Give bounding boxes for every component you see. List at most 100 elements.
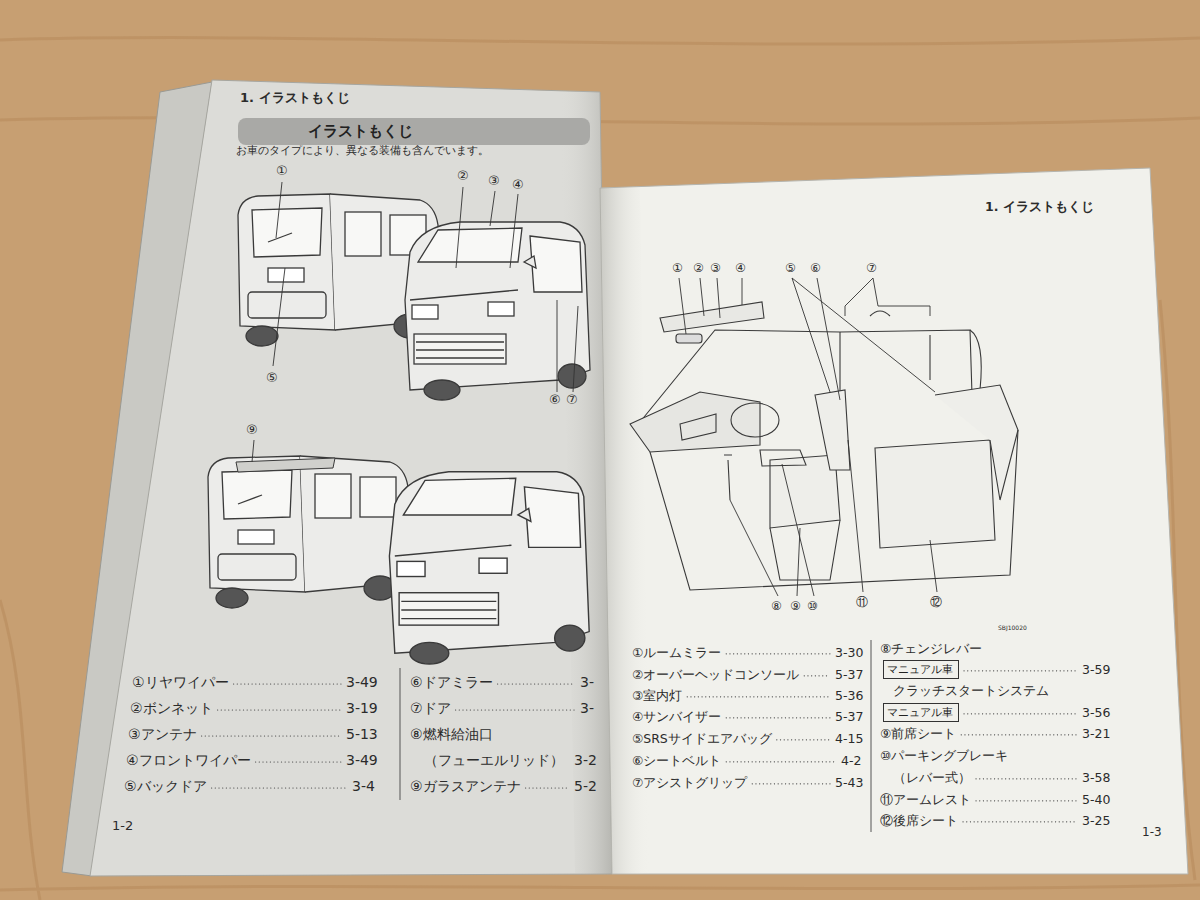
callout-number: ⑫ (930, 595, 942, 609)
page-ref: 3-30 (835, 645, 863, 660)
car-front-view (389, 472, 589, 664)
tag-box: マニュアル車 (883, 660, 959, 679)
right-page (600, 168, 1188, 874)
figure-code: SBJ10020 (998, 624, 1027, 631)
page-ref: 3-2 (574, 752, 597, 769)
steering-wheel (731, 403, 779, 437)
callout-number: ② (693, 261, 704, 275)
dot-leader (234, 683, 341, 684)
callout-number: ① (276, 163, 288, 179)
dot-leader (218, 709, 341, 710)
part-name: ⑪アームレスト (880, 792, 971, 807)
dot-leader (752, 783, 830, 784)
heading-band: イラストもくじ (238, 118, 590, 145)
page-ref: 3- (580, 700, 594, 717)
parking-brake (760, 450, 806, 466)
interior-view (630, 302, 1018, 590)
car-wiper (268, 233, 292, 242)
page-ref: 5-37 (835, 709, 863, 724)
part-name: ③室内灯 (632, 688, 682, 703)
leader-lines (252, 182, 937, 596)
dot-leader (726, 717, 830, 718)
dot-leader (777, 739, 830, 740)
page-ref: 3-56 (1082, 705, 1110, 720)
car-grille (416, 342, 504, 358)
callout-number: ⑥ (549, 392, 561, 408)
dot-leader (976, 800, 1077, 801)
car-grille (414, 334, 506, 364)
running-head: 1. イラストもくじ (985, 199, 1094, 214)
dot-leader (963, 821, 1077, 822)
part-name: ④サンバイザー (632, 709, 721, 724)
page-ref: 3-21 (1082, 726, 1110, 741)
running-head: 1. イラストもくじ (240, 90, 350, 106)
callout-number: ④ (512, 177, 524, 193)
floor (650, 430, 1018, 590)
page-ref: 3-58 (1082, 770, 1110, 785)
part-name: ⑥シートベルト (632, 753, 721, 768)
leader-line (679, 278, 935, 400)
car-body (238, 194, 335, 330)
part-name: ②ボンネット (130, 700, 213, 717)
car-wheel (246, 326, 278, 346)
car-bonnet-line (410, 290, 518, 300)
callout-number: ⑧ (771, 599, 782, 613)
front-seat (815, 390, 850, 470)
change-lever (724, 455, 732, 500)
node-text: イラストもくじ (308, 122, 413, 141)
page-ref: 3- (580, 674, 594, 691)
wood-grain (0, 38, 1200, 900)
assist-grip (870, 311, 890, 316)
dot-leader (498, 683, 575, 684)
dot-leader (726, 761, 836, 762)
car-windshield (418, 228, 522, 262)
callout-number: ⑨ (246, 422, 258, 438)
car-body (405, 222, 590, 390)
part-name: ⑫後席シート (880, 813, 958, 828)
callout-number: ③ (488, 173, 500, 189)
car-lamp (488, 302, 514, 316)
callout-number: ⑩ (807, 599, 818, 613)
page-number: 1-2 (112, 818, 133, 834)
page-ref: 5-43 (835, 775, 863, 790)
part-name: ⑦ドア (410, 700, 451, 717)
page-ref: 3-25 (1082, 813, 1110, 828)
callout-number: ⑤ (266, 370, 278, 386)
part-name: ⑤バックドア (124, 778, 207, 795)
part-name: ①リヤワイパー (132, 674, 229, 691)
car-rear-view (208, 456, 410, 608)
car-spoiler (236, 458, 335, 472)
column-rule (871, 640, 872, 832)
page-ref: 3-49 (346, 752, 378, 769)
overhead-console (660, 302, 764, 332)
car-wheel (558, 364, 586, 388)
dot-leader (964, 670, 1077, 671)
callout-number: ⑪ (856, 595, 868, 609)
leader-line (730, 440, 937, 596)
page-ref: 5-36 (835, 688, 863, 703)
part-name: ⑦アシストグリップ (632, 775, 747, 790)
car-plate (268, 268, 304, 282)
callout-number: ② (457, 168, 469, 184)
dot-leader (526, 787, 569, 788)
part-name: ⑨ガラスアンテナ (410, 778, 521, 795)
callout-number: ⑦ (566, 392, 578, 408)
page-ref: 5-40 (1082, 792, 1110, 807)
page-ref: 3-49 (346, 674, 378, 691)
rear-seat (935, 385, 1018, 500)
gutter-shadow (600, 187, 650, 874)
page-ref: 5-2 (574, 778, 597, 795)
dot-leader (804, 675, 830, 676)
dot-leader (687, 696, 830, 697)
dashboard (630, 392, 760, 452)
note: お車のタイプにより、異なる装備も含んでいます。 (236, 144, 489, 157)
left-page (90, 80, 612, 876)
part-name: ②オーバーヘッドコンソール (632, 667, 799, 682)
part-name: ③アンテナ (128, 726, 197, 743)
callout-number: ⑦ (866, 261, 877, 275)
dot-leader (964, 713, 1077, 714)
part-name: ⑨前席シート (880, 726, 956, 741)
rear-seat (875, 440, 995, 548)
car-window (252, 208, 322, 257)
car-wheel (424, 380, 460, 400)
